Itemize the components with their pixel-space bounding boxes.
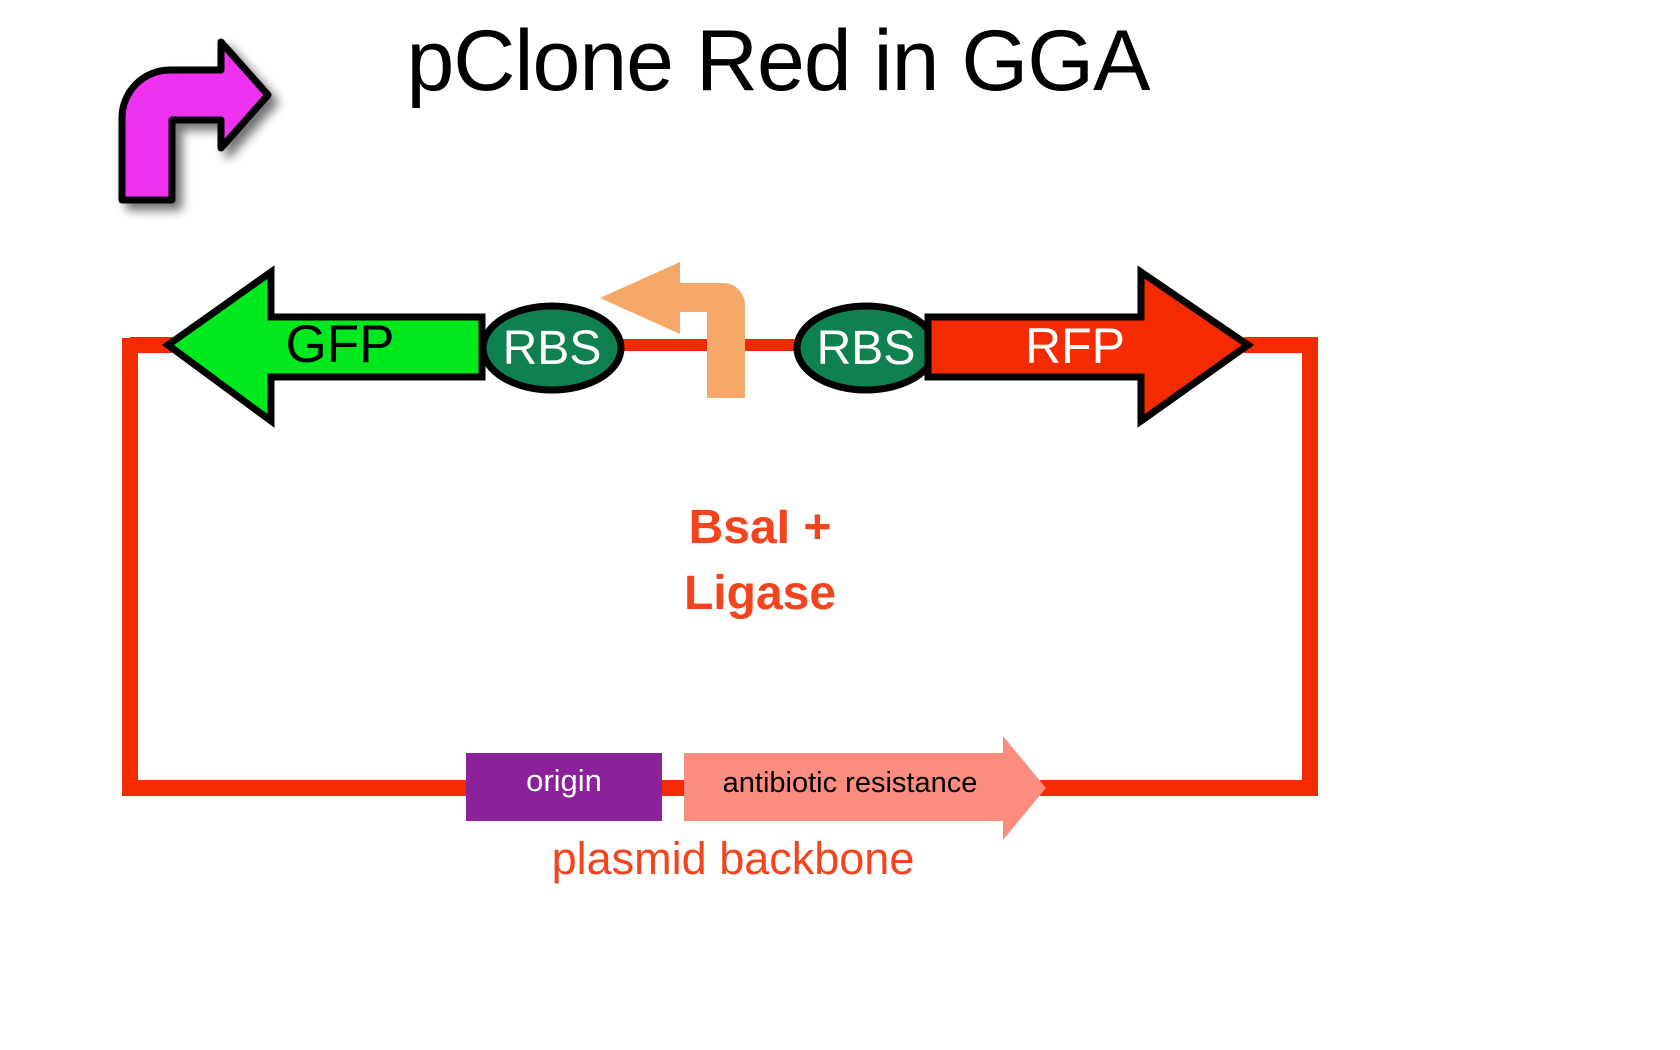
enzyme-label-line-1: BsaI +: [688, 501, 832, 554]
magenta-elbow-arrow-icon: [118, 38, 272, 204]
origin-feature-box[interactable]: [466, 753, 662, 821]
enzyme-label-line-2: Ligase: [683, 567, 837, 620]
plasmid-backbone: [122, 337, 1318, 796]
rbs-1-shape[interactable]: [479, 302, 625, 394]
rbs-1-label: RBS: [502, 322, 602, 375]
magenta-arrow-shape: [118, 38, 272, 204]
antibiotic-resistance-label: antibiotic resistance: [722, 767, 978, 799]
orange-elbow-arrow-icon: [600, 262, 745, 398]
rbs-2-label: RBS: [816, 322, 916, 375]
gfp-label: GFP: [285, 315, 395, 374]
plasmid-backbone-label: plasmid backbone: [551, 833, 915, 884]
rbs-1-ellipse[interactable]: [479, 302, 625, 394]
rfp-label: RFP: [1025, 318, 1125, 374]
origin-box-shape[interactable]: [466, 753, 662, 821]
rfp-arrow-shape[interactable]: [924, 265, 1255, 428]
origin-label: origin: [526, 763, 602, 798]
antibiotic-resistance-shape[interactable]: [684, 736, 1046, 840]
antibiotic-resistance-arrow[interactable]: [684, 736, 1046, 840]
rfp-gene-arrow[interactable]: [924, 265, 1255, 428]
page-title: pClone Red in GGA: [406, 13, 1150, 109]
orange-arrow-shape: [600, 262, 745, 398]
